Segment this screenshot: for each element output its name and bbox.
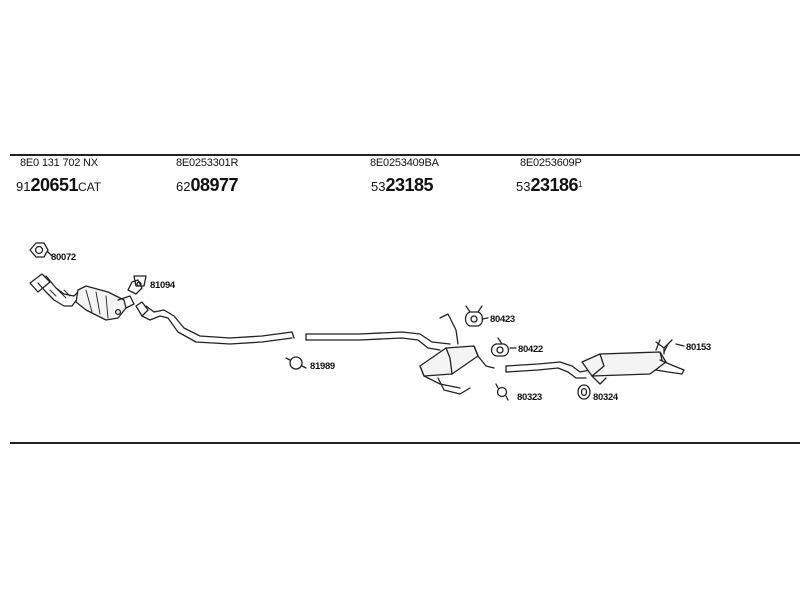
clamp-icon — [495, 383, 509, 401]
part-prefix: 53 — [371, 179, 386, 194]
top-divider — [10, 154, 800, 156]
rubber-hanger-icon — [464, 305, 484, 327]
oe-number-catalyst: 8E0 131 702 NX — [20, 157, 98, 169]
triangle-gasket-icon — [127, 275, 147, 295]
part-number-rear-silencer: 53231861 — [516, 175, 583, 195]
part-number-front-pipe: 6208977 — [176, 175, 239, 195]
part-prefix: 91 — [16, 179, 31, 194]
middle-pipe-icon — [305, 313, 459, 351]
bracket-icon — [655, 339, 673, 355]
oe-number-rear-silencer: 8E0253609P — [520, 157, 582, 169]
rear-silencer-icon — [581, 339, 685, 385]
oe-number-front-pipe: 8E0253301R — [176, 157, 239, 169]
part-number-catalyst: 9120651CAT — [16, 175, 102, 195]
fitting-label-81989: 81989 — [310, 361, 335, 372]
fitting-label-81094: 81094 — [150, 280, 175, 291]
oe-number-middle-silencer: 8E0253409BA — [370, 157, 439, 169]
part-number-middle-silencer: 5323185 — [371, 175, 434, 195]
fitting-label-80423: 80423 — [490, 314, 515, 325]
gasket-icon — [29, 242, 49, 258]
part-suffix: CAT — [78, 180, 102, 194]
part-main-number: 23185 — [385, 175, 434, 195]
ring-gasket-icon — [577, 384, 591, 400]
rear-pipe-icon — [505, 361, 591, 379]
fitting-label-80072: 80072 — [51, 252, 76, 263]
fitting-label-80422: 80422 — [518, 344, 543, 355]
part-main-number: 23186 — [530, 175, 579, 195]
catalytic-converter-icon — [29, 273, 135, 321]
fitting-label-80324: 80324 — [593, 392, 618, 403]
bottom-divider — [10, 442, 800, 444]
clamp-icon — [285, 356, 307, 370]
part-prefix: 62 — [176, 179, 191, 194]
fitting-label-80153: 80153 — [686, 342, 711, 353]
rubber-hanger-icon — [490, 337, 510, 357]
front-pipe-icon — [135, 301, 295, 345]
part-main-number: 20651 — [30, 175, 79, 195]
part-superscript: 1 — [578, 180, 583, 189]
fitting-label-80323: 80323 — [517, 392, 542, 403]
part-main-number: 08977 — [190, 175, 239, 195]
part-prefix: 53 — [516, 179, 531, 194]
middle-silencer-icon — [419, 345, 495, 395]
